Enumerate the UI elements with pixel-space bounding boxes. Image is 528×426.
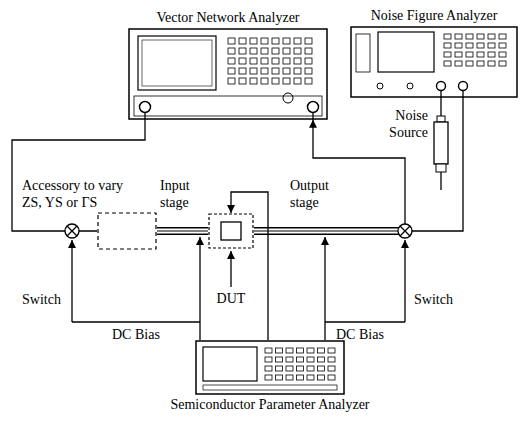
network-analyzer: Vector Network Analyzer xyxy=(128,10,328,120)
noise-source-body xyxy=(434,122,448,164)
parameter-analyzer: Semiconductor Parameter Analyzer xyxy=(155,340,385,414)
port-connector xyxy=(459,81,468,90)
annotation-label: Input stage xyxy=(160,178,202,212)
switch-control-wire xyxy=(71,240,72,322)
switch-symbol xyxy=(398,224,412,238)
display-screen xyxy=(378,32,434,72)
control-wire xyxy=(72,321,200,322)
port-connector xyxy=(437,81,446,90)
noise-source: Noise Source xyxy=(378,110,450,190)
button-grid xyxy=(228,38,312,84)
transmission-line xyxy=(254,227,405,235)
port-connector xyxy=(140,101,151,112)
dc-bias-wire xyxy=(199,237,200,340)
display-screen xyxy=(138,36,216,90)
switch-control-wire xyxy=(404,240,405,322)
instrument-panel xyxy=(195,340,345,395)
signal-connector xyxy=(254,120,405,231)
signal-connector xyxy=(12,120,145,231)
annotation-label: Output stage xyxy=(290,178,342,212)
display-screen xyxy=(203,347,257,381)
noise-source-symbol xyxy=(432,110,450,190)
node-label: Vector Network Analyzer xyxy=(156,10,299,27)
annotation-label: DC Bias xyxy=(112,327,160,344)
button-grid xyxy=(265,348,335,380)
instrument-panel xyxy=(128,28,328,120)
instrument-case xyxy=(196,341,344,394)
node-label: Noise Source xyxy=(378,108,428,142)
tuner-accessory: Accessory to vary ZS, YS or ΓS xyxy=(22,178,162,250)
instrument-panel xyxy=(350,26,518,98)
dut-symbol xyxy=(208,213,254,249)
signal-connector xyxy=(441,98,442,110)
switch-symbol xyxy=(65,224,79,238)
annotation-label: Switch xyxy=(22,292,61,309)
annotation-label: DC Bias xyxy=(336,327,384,344)
node-label: Semiconductor Parameter Analyzer xyxy=(170,397,369,414)
node-label: Noise Figure Analyzer xyxy=(371,8,498,25)
instrument-case xyxy=(129,29,327,119)
dut-box: DUT xyxy=(208,213,254,249)
control-wire xyxy=(325,321,405,322)
dc-bias-wire xyxy=(324,237,325,340)
leader-arrow xyxy=(230,251,231,287)
port-connector xyxy=(308,101,319,112)
instrument-case xyxy=(351,27,517,97)
node-label: Accessory to vary ZS, YS or ΓS xyxy=(22,178,134,212)
button-grid xyxy=(444,34,506,66)
transmission-line xyxy=(157,227,208,235)
annotation-label: Switch xyxy=(414,292,453,309)
node-label: DUT xyxy=(217,291,246,308)
signal-connector xyxy=(157,231,208,232)
knob xyxy=(283,93,293,103)
noise-figure-analyzer: Noise Figure Analyzer xyxy=(350,8,518,98)
accessory-box xyxy=(97,212,157,250)
